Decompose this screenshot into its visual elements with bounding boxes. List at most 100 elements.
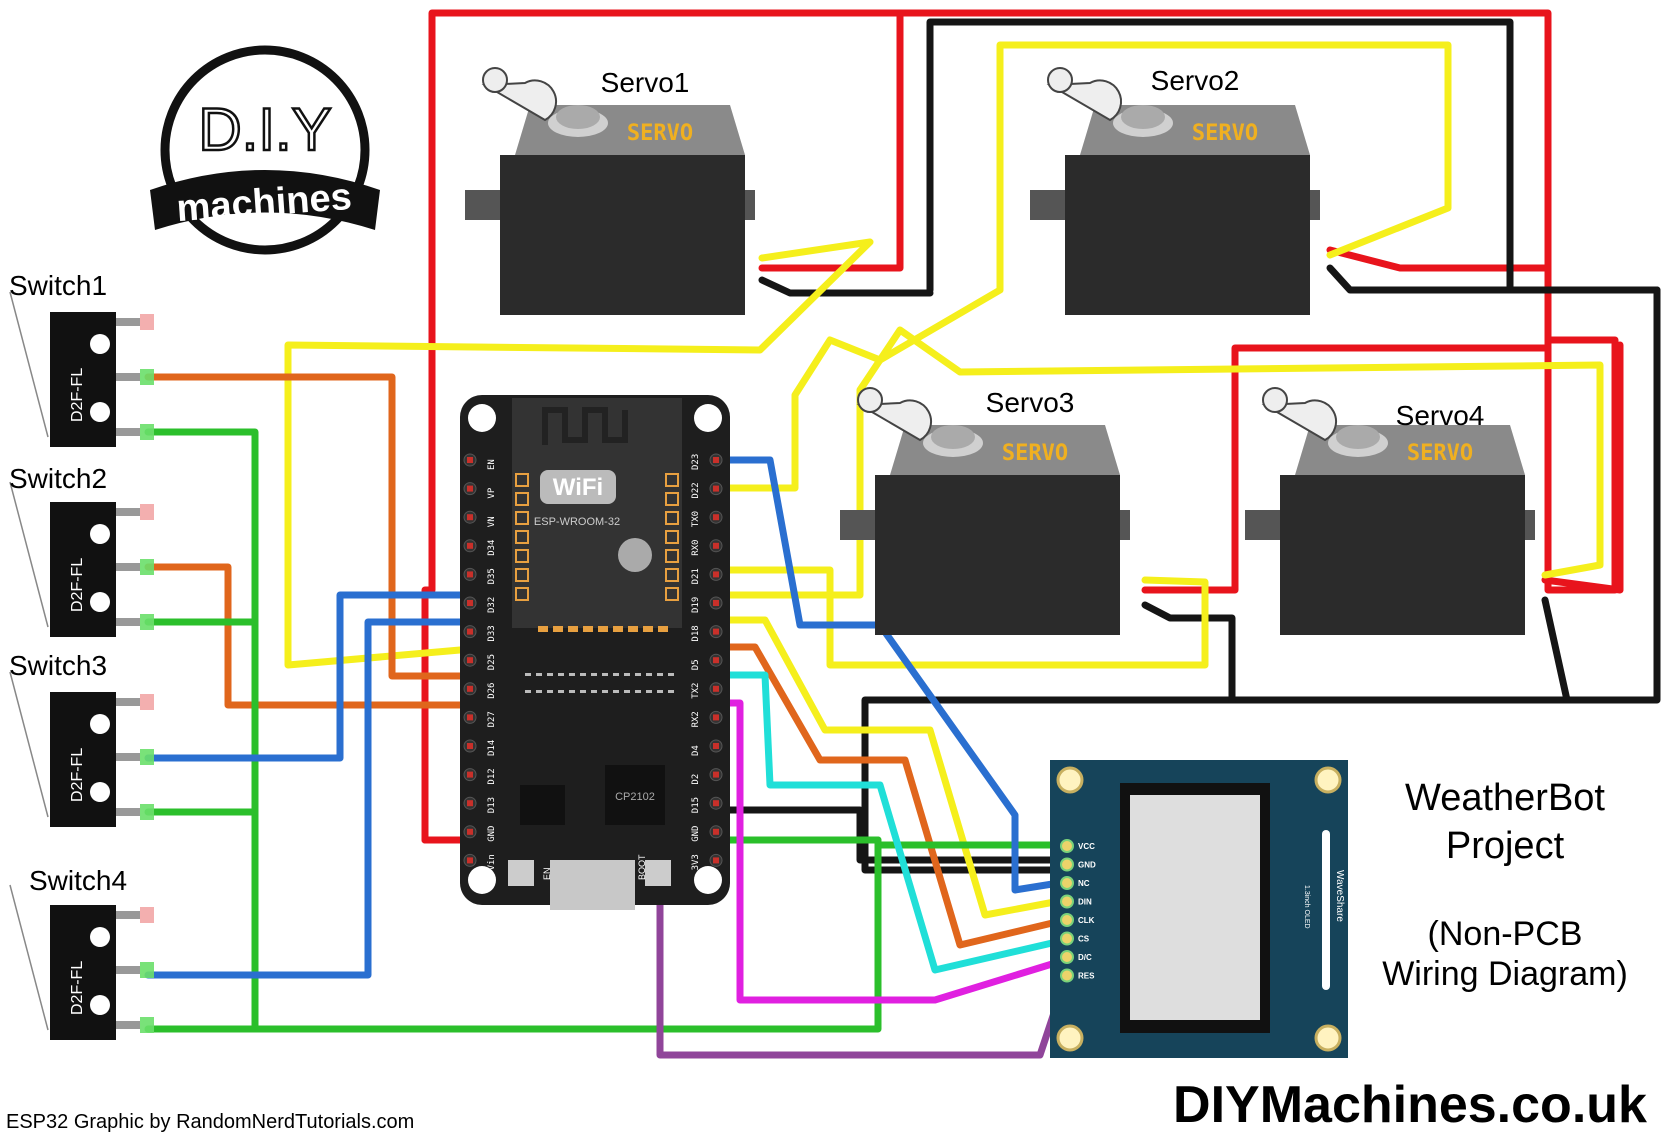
pin-left-vn[interactable]: VN bbox=[463, 510, 497, 527]
svg-text:NC: NC bbox=[1078, 879, 1090, 888]
switch-group: D2F-FLSwitch1D2F-FLSwitch2D2F-FLSwitch3D… bbox=[9, 270, 154, 1040]
pin-right-tx0[interactable]: TX0 bbox=[691, 510, 723, 527]
blue-wire-switch4 bbox=[144, 618, 469, 979]
svg-text:D33: D33 bbox=[487, 625, 497, 641]
pin-left-d34[interactable]: D34 bbox=[463, 539, 497, 556]
pin-left-d14[interactable]: D14 bbox=[463, 739, 497, 756]
logo-top-text: D.I.Y bbox=[198, 96, 331, 163]
pin-left-d13[interactable]: D13 bbox=[463, 796, 497, 813]
red-wire-servo2 bbox=[1326, 246, 1552, 272]
svg-text:D23: D23 bbox=[691, 454, 701, 470]
pin-left-d35[interactable]: D35 bbox=[463, 567, 497, 584]
servo-group: SERVOServo1SERVOServo2SERVOServo3SERVOSe… bbox=[465, 65, 1535, 635]
oled-pin-gnd[interactable]: GND bbox=[1060, 857, 1096, 872]
pin-right-d21[interactable]: D21 bbox=[691, 567, 723, 584]
pin-left-en[interactable]: EN bbox=[463, 453, 497, 470]
svg-text:D2: D2 bbox=[691, 774, 701, 785]
pin-right-d15[interactable]: D15 bbox=[691, 796, 723, 813]
svg-text:VP: VP bbox=[487, 487, 497, 498]
yellow-wire-servo1 bbox=[284, 238, 874, 669]
website-label: DIYMachines.co.uk bbox=[1173, 1076, 1647, 1134]
servo-label: Servo3 bbox=[986, 387, 1075, 418]
svg-text:GND: GND bbox=[487, 826, 497, 842]
pin-left-d12[interactable]: D12 bbox=[463, 768, 497, 785]
pin-right-d22[interactable]: D22 bbox=[691, 482, 723, 499]
green-wire-vcc bbox=[711, 836, 1069, 849]
svg-text:D5: D5 bbox=[691, 659, 701, 670]
regulator bbox=[520, 785, 565, 825]
oled-pin-dc[interactable]: D/C bbox=[1060, 950, 1092, 964]
pin-right-d2[interactable]: D2 bbox=[691, 768, 723, 785]
oled-pin-clk[interactable]: CLK bbox=[1060, 913, 1095, 927]
pin-left-vp[interactable]: VP bbox=[463, 482, 497, 499]
svg-text:D4: D4 bbox=[691, 745, 701, 756]
svg-text:D34: D34 bbox=[487, 540, 497, 556]
pin-right-gnd[interactable]: GND bbox=[691, 825, 723, 842]
project-subtitle: Project bbox=[1446, 825, 1565, 867]
oled-pin-din[interactable]: DIN bbox=[1060, 894, 1092, 909]
pin-left-gnd[interactable]: GND bbox=[463, 825, 497, 842]
red-wire-servo3 bbox=[1141, 344, 1552, 594]
mount-hole bbox=[694, 404, 722, 432]
switch-model-text: D2F-FL bbox=[69, 558, 86, 612]
svg-text:GND: GND bbox=[691, 826, 701, 842]
en-button-label: EN bbox=[542, 867, 552, 880]
pin-left-d32[interactable]: D32 bbox=[463, 596, 497, 613]
servo-label: Servo2 bbox=[1151, 65, 1240, 96]
svg-text:D14: D14 bbox=[487, 740, 497, 756]
servo-brand-text: SERVO bbox=[1192, 121, 1258, 146]
pin-right-rx2[interactable]: RX2 bbox=[691, 710, 723, 727]
yellow-wire-din bbox=[711, 616, 1069, 919]
magenta-wire-dc bbox=[711, 699, 1069, 1004]
svg-text:RES: RES bbox=[1078, 972, 1095, 981]
pin-right-3v3[interactable]: 3V3 bbox=[691, 853, 723, 870]
switch-model-text: D2F-FL bbox=[69, 368, 86, 422]
usb-chip-label: CP2102 bbox=[615, 791, 655, 803]
svg-text:DIN: DIN bbox=[1078, 898, 1092, 907]
pin-right-rx0[interactable]: RX0 bbox=[691, 539, 723, 556]
servo-2: SERVO Servo2 bbox=[1030, 65, 1320, 315]
orange-wire-switch2 bbox=[144, 563, 469, 709]
pin-left-d27[interactable]: D27 bbox=[463, 710, 497, 727]
en-button[interactable] bbox=[508, 860, 534, 886]
boot-button[interactable] bbox=[645, 860, 671, 886]
pin-left-d25[interactable]: D25 bbox=[463, 653, 497, 670]
pin-right-d18[interactable]: D18 bbox=[691, 625, 723, 642]
pin-right-d19[interactable]: D19 bbox=[691, 596, 723, 613]
svg-text:D27: D27 bbox=[487, 711, 497, 727]
pin-right-d23[interactable]: D23 bbox=[691, 453, 723, 470]
svg-text:D15: D15 bbox=[691, 797, 701, 813]
svg-text:RX0: RX0 bbox=[691, 540, 701, 556]
green-wire-common bbox=[144, 428, 259, 1033]
svg-text:D25: D25 bbox=[487, 654, 497, 670]
black-wire-servo1 bbox=[758, 276, 934, 297]
pin-left-vin[interactable]: Vin bbox=[463, 853, 497, 870]
oled-pin-vcc[interactable]: VCC bbox=[1060, 839, 1095, 853]
oled-pin-cs[interactable]: CS bbox=[1060, 931, 1090, 946]
oled-display: WaveShare 1.3inch OLED VCCGNDNCDINCLKCSD… bbox=[1050, 760, 1348, 1058]
pin-right-tx2[interactable]: TX2 bbox=[691, 682, 723, 699]
svg-text:3V3: 3V3 bbox=[691, 854, 701, 870]
usb-chip bbox=[605, 765, 665, 825]
wifi-logo-icon bbox=[540, 470, 616, 504]
pin-right-d5[interactable]: D5 bbox=[691, 653, 723, 670]
pin-left-d26[interactable]: D26 bbox=[463, 682, 497, 699]
servo-label: Servo1 bbox=[601, 67, 690, 98]
svg-text:D13: D13 bbox=[487, 797, 497, 813]
switch-label: Switch4 bbox=[29, 865, 127, 896]
svg-text:D35: D35 bbox=[487, 568, 497, 584]
pin-left-d33[interactable]: D33 bbox=[463, 625, 497, 642]
red-wire-main bbox=[421, 9, 1619, 844]
oled-pin-res[interactable]: RES bbox=[1060, 968, 1095, 983]
wroom-module bbox=[512, 398, 682, 628]
project-note-1: (Non-PCB bbox=[1428, 915, 1583, 953]
project-title: WeatherBot bbox=[1405, 777, 1605, 819]
svg-text:TX0: TX0 bbox=[691, 511, 701, 527]
svg-text:D32: D32 bbox=[487, 597, 497, 613]
oled-pin-nc[interactable]: NC bbox=[1060, 876, 1090, 890]
pin-right-d4[interactable]: D4 bbox=[691, 739, 723, 756]
